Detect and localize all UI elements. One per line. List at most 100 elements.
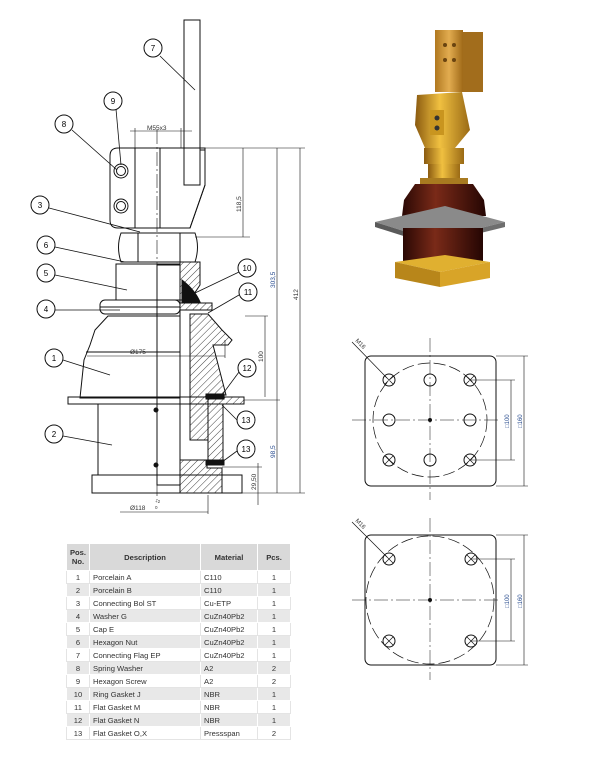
balloon-label: 13 [242, 445, 251, 454]
cell-pos: 6 [66, 635, 90, 649]
balloon-1: 1 [44, 348, 64, 368]
balloon-4: 4 [36, 299, 56, 319]
balloon-3: 3 [30, 195, 50, 215]
balloon-13a: 13 [236, 410, 256, 430]
cell-material: Cu-ETP [200, 596, 258, 610]
balloon-label: 2 [52, 430, 57, 439]
header-description: Description [89, 543, 201, 571]
balloon-6: 6 [36, 235, 56, 255]
flange2-outer-dim: □160 [518, 594, 524, 608]
dim-98-5: 98,5 [270, 445, 277, 458]
cell-pos: 13 [66, 726, 90, 740]
dim-412: 412 [293, 289, 300, 300]
balloon-label: 3 [38, 201, 43, 210]
cell-description: Washer G [89, 609, 201, 623]
hexagon-nut [118, 232, 198, 263]
cap [115, 263, 181, 301]
dim-tolerance: +2 [155, 499, 161, 504]
cell-pcs: 1 [257, 648, 291, 662]
cell-description: Flat Gasket O,X [89, 726, 201, 740]
cell-pcs: 1 [257, 570, 291, 584]
cell-material: A2 [200, 674, 258, 688]
balloon-7: 7 [143, 38, 163, 58]
cell-pos: 5 [66, 622, 90, 636]
dimension-labels: M55x3 118,5 303,5 412 100 Ø175 98,5 29,5… [130, 125, 300, 512]
cell-pcs: 2 [257, 674, 291, 688]
cell-material: CuZn40Pb2 [200, 622, 258, 636]
dim-dia-175: Ø175 [130, 349, 146, 356]
header-pcs: Pcs. [257, 543, 291, 571]
balloon-label: 10 [243, 264, 252, 273]
dim-29-50: 29,50 [251, 473, 258, 490]
balloon-label: 6 [44, 241, 49, 250]
header-material: Material [200, 543, 258, 571]
cell-pcs: 1 [257, 700, 291, 714]
balloon-12: 12 [237, 358, 257, 378]
porcelain-a [79, 315, 181, 399]
flange1-thread-label: M16 [354, 338, 367, 351]
flange-view-2 [351, 518, 528, 680]
cell-description: Porcelain A [89, 570, 201, 584]
header-pos: Pos. No. [66, 543, 90, 571]
cell-pos: 4 [66, 609, 90, 623]
cell-pos: 3 [66, 596, 90, 610]
cell-material: CuZn40Pb2 [200, 635, 258, 649]
balloon-label: 1 [52, 354, 57, 363]
flange-view-1-labels: M16 □100 □160 [354, 338, 524, 428]
dim-dia-118: Ø118 [130, 505, 146, 512]
cell-pos: 1 [66, 570, 90, 584]
dimensions [87, 128, 305, 514]
cell-pos: 9 [66, 674, 90, 688]
cell-description: Hexagon Screw [89, 674, 201, 688]
balloon-11: 11 [238, 282, 258, 302]
cell-description: Flat Gasket M [89, 700, 201, 714]
cell-pcs: 1 [257, 622, 291, 636]
cell-pcs: 1 [257, 687, 291, 701]
connecting-head [109, 147, 206, 229]
cell-pos: 7 [66, 648, 90, 662]
flange-view-2-labels: M16 □100 □160 [354, 518, 524, 608]
cell-pcs: 1 [257, 609, 291, 623]
part-balloons: 7 9 8 3 6 5 4 1 2 10 11 12 13 13 [30, 38, 258, 459]
cell-pcs: 1 [257, 596, 291, 610]
balloon-8: 8 [54, 114, 74, 134]
dim-303-5: 303,5 [270, 271, 277, 288]
leader-lines [48, 55, 240, 463]
balloon-label: 11 [244, 288, 253, 297]
cell-pcs: 1 [257, 713, 291, 727]
table-header-row: Pos. No. Description Material Pcs. [66, 543, 291, 571]
cell-pcs: 2 [257, 661, 291, 675]
balloon-2: 2 [44, 424, 64, 444]
balloon-5: 5 [36, 263, 56, 283]
dim-100: 100 [258, 351, 265, 362]
bushing-3d-render [375, 30, 505, 287]
cell-description: Ring Gasket J [89, 687, 201, 701]
cell-pcs: 1 [257, 635, 291, 649]
section-view [67, 19, 245, 500]
balloon-label: 4 [44, 305, 49, 314]
cell-material: A2 [200, 661, 258, 675]
cell-pcs: 2 [257, 726, 291, 740]
cell-material: Pressspan [200, 726, 258, 740]
balloon-10: 10 [237, 258, 257, 278]
cell-description: Spring Washer [89, 661, 201, 675]
flange1-outer-dim: □160 [518, 414, 524, 428]
cell-material: C110 [200, 570, 258, 584]
cell-pcs: 1 [257, 583, 291, 597]
cell-description: Porcelain B [89, 583, 201, 597]
flange1-inner-dim: □100 [505, 414, 511, 428]
flange-view-1 [351, 338, 528, 500]
balloon-9: 9 [103, 91, 123, 111]
cell-pos: 11 [66, 700, 90, 714]
